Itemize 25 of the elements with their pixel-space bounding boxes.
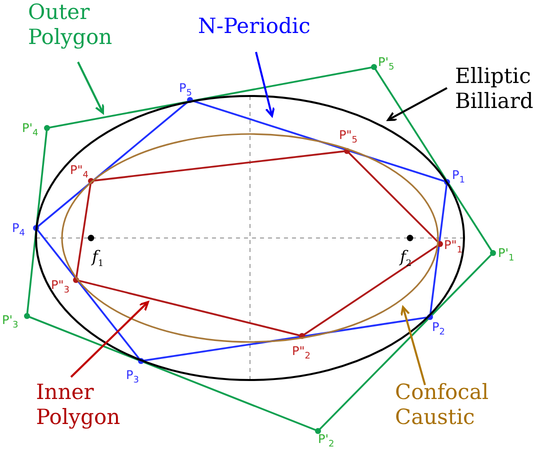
point-label: P$_{5}$ — [179, 81, 192, 100]
leader-arrow — [387, 87, 448, 121]
point-label: P'$_{1}$ — [498, 246, 514, 266]
point-label: P$_{3}$ — [126, 368, 139, 388]
point-label: P"$_{2}$ — [292, 344, 310, 364]
point-label: P'$_{4}$ — [22, 121, 38, 140]
point-label: P'$_{2}$ — [318, 432, 334, 452]
point-label: P"$_{1}$ — [444, 238, 462, 258]
leader-arrow — [70, 301, 149, 378]
point-label: P'$_{5}$ — [378, 55, 394, 74]
point-label: P"$_{5}$ — [339, 128, 358, 148]
point-label: P'$_{3}$ — [2, 313, 18, 332]
point-label: P"$_{3}$ — [51, 278, 70, 298]
point-label: P"$_{4}$ — [70, 163, 88, 182]
point-label: f$_{1}$ — [92, 250, 104, 272]
leader-arrow — [255, 52, 275, 117]
point-label: P$_{1}$ — [452, 168, 465, 188]
callout-text: N-Periodic — [198, 14, 358, 39]
point-label: P$_{2}$ — [432, 320, 445, 340]
point-label: P$_{4}$ — [12, 221, 25, 240]
leader-arrow — [77, 62, 104, 114]
leader-arrow — [400, 306, 426, 386]
callout-text: Elliptic Billiard — [455, 64, 548, 114]
callout-text: Outer Polygon — [28, 0, 138, 50]
callout-text: Confocal Caustic — [395, 380, 515, 430]
